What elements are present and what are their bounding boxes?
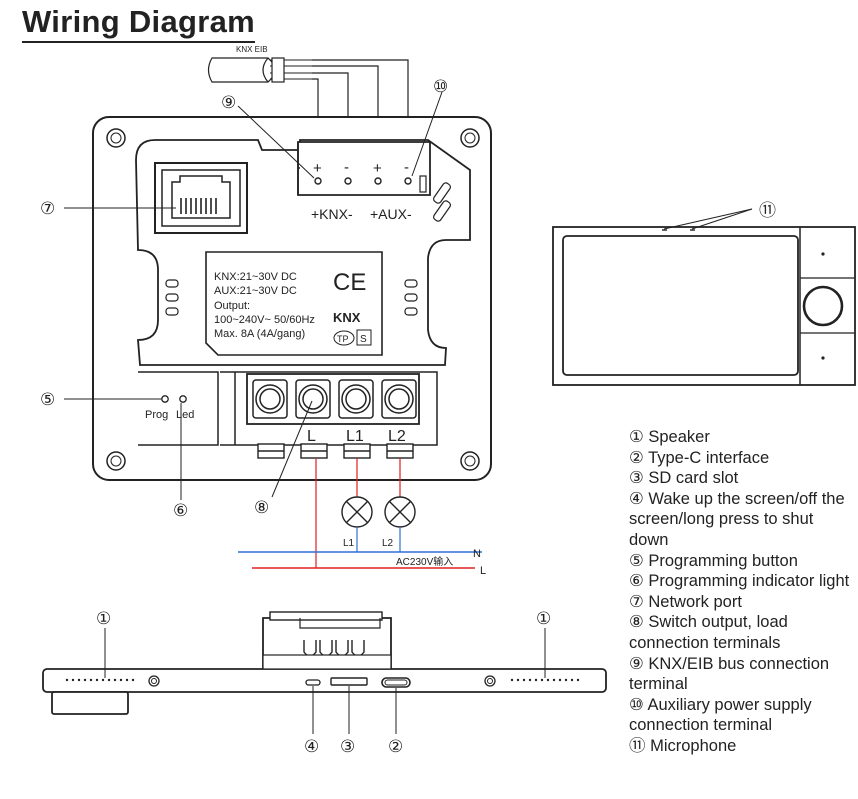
callout-9: ⑨ (221, 93, 236, 112)
lamp-label-l1: L1 (343, 538, 355, 549)
callout-leaders-side (104, 628, 546, 734)
prog-label: Prog (145, 409, 168, 421)
screw-hole-bottom-right (460, 451, 480, 471)
legend-item-programming-button: ⑤ Programming button (629, 551, 798, 570)
knx-cable (207, 57, 409, 170)
legend-item-switch-output: ⑧ Switch output, load connection termina… (629, 613, 788, 652)
bus-terminal-block (297, 141, 431, 196)
knx-logo: KNX (333, 310, 361, 325)
led-label: Led (176, 409, 194, 421)
callout-4: ④ (304, 737, 319, 756)
callout-10: ⑩ (433, 77, 448, 96)
aux-plus-sign: + (373, 160, 382, 177)
spec-line-3: Output: (214, 300, 250, 312)
output-label-l: L (307, 428, 316, 445)
lamp-label-l2: L2 (382, 538, 394, 549)
legend-item-aux-power: ⑩ Auxiliary power supply connection term… (629, 695, 812, 735)
tp-mark-outline (333, 330, 355, 346)
callout-1-left: ① (96, 609, 111, 628)
spec-line-1: KNX:21~30V DC (214, 271, 297, 283)
lamp-l2 (384, 496, 416, 528)
callout-2: ② (388, 737, 403, 756)
legend-item-programming-light: ⑥ Programming indicator light (629, 572, 850, 591)
screw-hole-top-right (460, 128, 480, 148)
page-title: Wiring Diagram (22, 4, 256, 43)
callout-6: ⑥ (173, 501, 188, 520)
knx-plus-sign: + (313, 160, 322, 177)
knob (802, 285, 844, 327)
usb-c-port (381, 677, 411, 688)
spec-line-2: AUX:21~30V DC (214, 285, 297, 297)
legend-item-sd-card: ③ SD card slot (629, 469, 739, 488)
knx-minus-sign: - (344, 159, 349, 176)
cable-label: KNX EIB (236, 45, 268, 54)
spec-label-plate (205, 251, 383, 356)
callout-8: ⑧ (254, 498, 269, 517)
aux-minus-sign: - (404, 159, 409, 176)
legend-list: ① Speaker ② Type-C interface ③ SD card s… (629, 427, 857, 757)
network-port (154, 162, 248, 234)
callout-leaders-back (64, 91, 443, 500)
live-label: L (480, 565, 486, 577)
callout-1-right: ① (536, 609, 551, 628)
output-label-l2: L2 (388, 428, 406, 445)
ce-mark: CE (333, 269, 366, 296)
neutral-label: N (473, 548, 481, 560)
callout-7: ⑦ (40, 199, 55, 218)
device-front (552, 208, 856, 386)
legend-item-microphone: ⑪ Microphone (629, 736, 737, 755)
s-mark: S (360, 334, 367, 345)
lamp-neutral-wires (356, 527, 401, 552)
aux-terminal-label: +AUX- (370, 206, 412, 222)
power-button (305, 679, 321, 686)
spec-line-4: 100~240V~ 50/60Hz (214, 314, 315, 326)
device-side (42, 611, 607, 715)
prog-led-area (138, 371, 219, 446)
legend-item-knx-bus: ⑨ KNX/EIB bus connection terminal (629, 654, 830, 694)
lamp-l1 (341, 496, 373, 528)
screw-hole-top-left (106, 128, 126, 148)
output-label-l1: L1 (346, 428, 364, 445)
legend-item-network-port: ⑦ Network port (629, 592, 742, 611)
spec-line-5: Max. 8A (4A/gang) (214, 328, 305, 340)
legend-item-speaker: ① Speaker (629, 428, 710, 446)
callout-11: ⑪ (759, 201, 776, 220)
programming-led (179, 395, 187, 403)
programming-button (161, 395, 169, 403)
knx-terminal-label: +KNX- (311, 206, 353, 222)
callout-3: ③ (340, 737, 355, 756)
s-mark-outline (356, 329, 372, 346)
sd-card-slot (330, 677, 368, 686)
callout-5: ⑤ (40, 390, 55, 409)
screw-hole-bottom-left (106, 451, 126, 471)
legend-item-wake-button: ④ Wake up the screen/off the screen/long… (629, 489, 845, 549)
output-terminal-block (220, 371, 438, 459)
tp-mark: TP (337, 334, 349, 344)
load-wiring (315, 458, 401, 568)
legend-item-type-c: ② Type-C interface (629, 448, 770, 467)
mains-source-label: AC230V输入 (396, 555, 453, 568)
